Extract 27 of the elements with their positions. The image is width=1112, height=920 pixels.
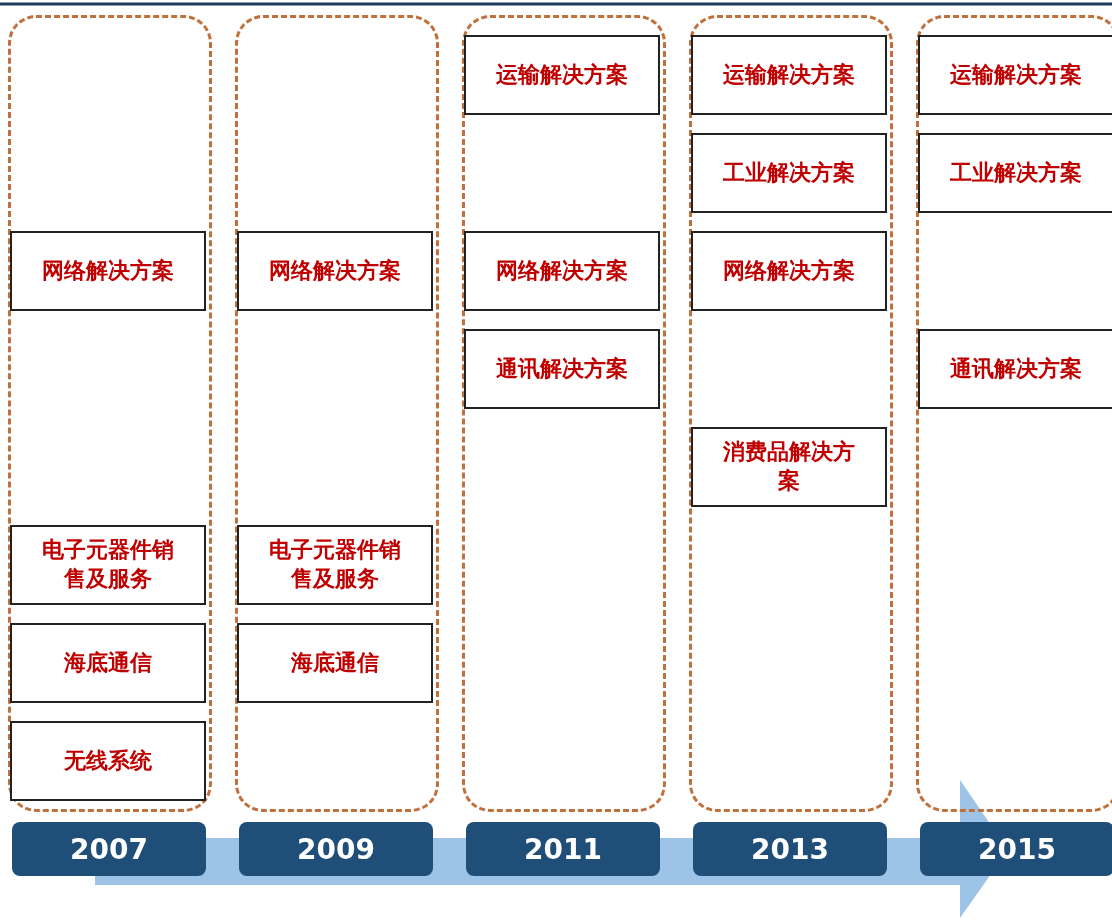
year-label: 2013 bbox=[693, 822, 887, 876]
dashed-column-frame bbox=[689, 15, 893, 812]
solution-box: 电子元器件销售及服务 bbox=[10, 525, 206, 605]
solution-box: 无线系统 bbox=[10, 721, 206, 801]
solution-box: 消费品解决方案 bbox=[691, 427, 887, 507]
solution-box: 网络解决方案 bbox=[10, 231, 206, 311]
solution-box: 运输解决方案 bbox=[464, 35, 660, 115]
solution-box: 运输解决方案 bbox=[918, 35, 1112, 115]
year-label: 2015 bbox=[920, 822, 1112, 876]
solution-box: 海底通信 bbox=[237, 623, 433, 703]
year-label: 2011 bbox=[466, 822, 660, 876]
solution-box: 网络解决方案 bbox=[464, 231, 660, 311]
solution-box: 网络解决方案 bbox=[237, 231, 433, 311]
dashed-column-frame bbox=[235, 15, 439, 812]
year-label: 2009 bbox=[239, 822, 433, 876]
dashed-column-frame bbox=[8, 15, 212, 812]
solution-box: 电子元器件销售及服务 bbox=[237, 525, 433, 605]
dashed-column-frame bbox=[916, 15, 1112, 812]
solution-box: 工业解决方案 bbox=[691, 133, 887, 213]
year-label: 2007 bbox=[12, 822, 206, 876]
solution-box: 海底通信 bbox=[10, 623, 206, 703]
solution-box: 通讯解决方案 bbox=[464, 329, 660, 409]
solution-box: 通讯解决方案 bbox=[918, 329, 1112, 409]
dashed-column-frame bbox=[462, 15, 666, 812]
solution-box: 工业解决方案 bbox=[918, 133, 1112, 213]
solution-box: 网络解决方案 bbox=[691, 231, 887, 311]
solution-box: 运输解决方案 bbox=[691, 35, 887, 115]
